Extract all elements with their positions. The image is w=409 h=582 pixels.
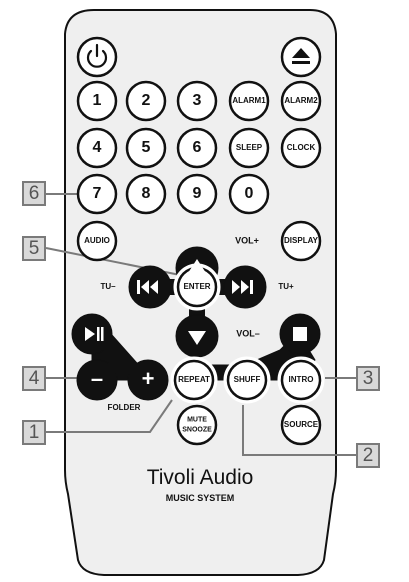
callout-6: 6 bbox=[22, 181, 46, 206]
callout-4: 4 bbox=[22, 366, 46, 391]
sleep-button[interactable] bbox=[228, 127, 270, 169]
folder-cluster bbox=[71, 313, 169, 401]
num6-button[interactable] bbox=[176, 127, 218, 169]
stop-icon bbox=[293, 327, 307, 341]
down-arrow-icon bbox=[188, 331, 206, 345]
num3-button[interactable] bbox=[176, 80, 218, 122]
audio-button[interactable] bbox=[76, 220, 118, 262]
num4-button[interactable] bbox=[76, 127, 118, 169]
callout-5: 5 bbox=[22, 236, 46, 261]
num7-button[interactable] bbox=[76, 173, 118, 215]
eject-icon bbox=[292, 48, 310, 64]
up-arrow-icon bbox=[188, 259, 206, 273]
display-button[interactable] bbox=[280, 220, 322, 262]
num5-button[interactable] bbox=[125, 127, 167, 169]
num8-button[interactable] bbox=[125, 173, 167, 215]
source-button[interactable] bbox=[280, 404, 322, 446]
num0-button[interactable] bbox=[228, 173, 270, 215]
num9-button[interactable] bbox=[176, 173, 218, 215]
callout-3: 3 bbox=[356, 366, 380, 391]
callout-2: 2 bbox=[356, 443, 380, 468]
clock-button[interactable] bbox=[280, 127, 322, 169]
mute-snooze-button[interactable] bbox=[176, 404, 218, 446]
callout-1: 1 bbox=[22, 420, 46, 445]
brand-name: Tivoli Audio bbox=[146, 466, 254, 489]
play-pause-icon bbox=[85, 327, 104, 341]
alarm2-button[interactable] bbox=[280, 80, 322, 122]
transport-cluster bbox=[170, 313, 325, 404]
brand-subtitle: MUSIC SYSTEM bbox=[165, 493, 235, 503]
alarm1-button[interactable] bbox=[228, 80, 270, 122]
num2-button[interactable] bbox=[125, 80, 167, 122]
skip-forward-icon bbox=[232, 280, 253, 294]
skip-back-icon bbox=[137, 280, 158, 294]
power-icon bbox=[86, 43, 108, 68]
num1-button[interactable] bbox=[76, 80, 118, 122]
